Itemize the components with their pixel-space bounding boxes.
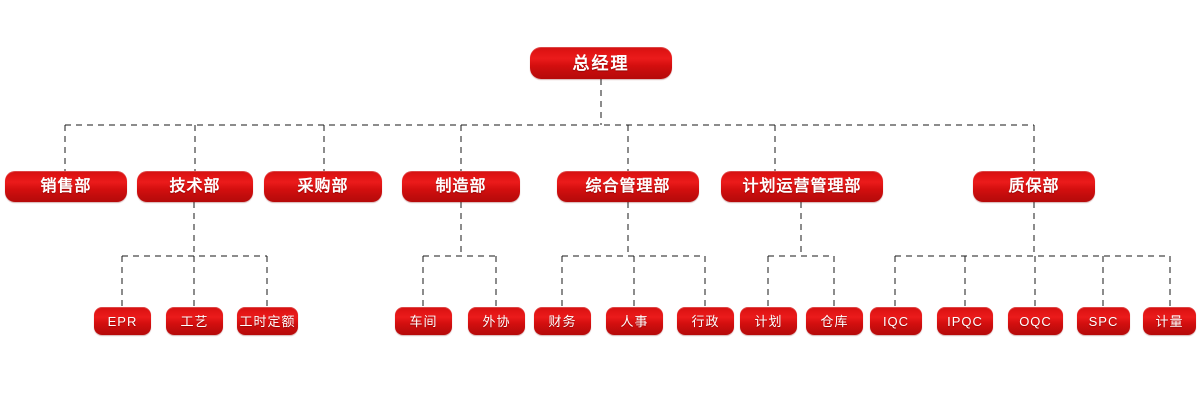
org-node-label: 财务 — [548, 313, 577, 329]
org-node-label: 计划运营管理部 — [742, 177, 862, 195]
org-node-label: EPR — [107, 313, 138, 329]
org-node-sales[interactable]: 销售部 — [5, 171, 127, 202]
org-node-hr[interactable]: 人事 — [606, 307, 663, 335]
org-node-plnop[interactable]: 计划运营管理部 — [721, 171, 883, 202]
org-node-ipqc[interactable]: IPQC — [937, 307, 993, 335]
org-node-label: 计划 — [754, 313, 783, 329]
org-node-gm[interactable]: 总经理 — [530, 47, 672, 79]
org-node-label: 行政 — [691, 313, 720, 329]
org-node-fin[interactable]: 财务 — [534, 307, 591, 335]
org-node-shop[interactable]: 车间 — [395, 307, 452, 335]
org-node-label: 工艺 — [180, 313, 209, 329]
org-node-label: IPQC — [947, 313, 983, 329]
org-node-wh[interactable]: 仓库 — [806, 307, 863, 335]
org-node-label: SPC — [1088, 313, 1119, 329]
org-node-label: 计量 — [1155, 313, 1184, 329]
org-node-label: 技术部 — [169, 177, 221, 195]
org-node-quota[interactable]: 工时定额 — [237, 307, 298, 335]
org-node-genmg[interactable]: 综合管理部 — [557, 171, 699, 202]
org-node-label: 总经理 — [572, 53, 630, 73]
org-node-admin[interactable]: 行政 — [677, 307, 734, 335]
org-node-label: 销售部 — [40, 177, 92, 195]
org-node-outsc[interactable]: 外协 — [468, 307, 525, 335]
org-node-label: 车间 — [409, 313, 438, 329]
org-node-label: IQC — [882, 313, 910, 329]
org-node-spc[interactable]: SPC — [1077, 307, 1130, 335]
org-node-qa[interactable]: 质保部 — [973, 171, 1095, 202]
org-node-label: 制造部 — [435, 177, 487, 195]
org-node-label: 质保部 — [1008, 177, 1060, 195]
org-node-label: 工时定额 — [239, 313, 296, 329]
org-node-oqc[interactable]: OQC — [1008, 307, 1063, 335]
org-node-craft[interactable]: 工艺 — [166, 307, 223, 335]
org-node-label: 人事 — [620, 313, 649, 329]
org-node-iqc[interactable]: IQC — [870, 307, 922, 335]
org-node-meas[interactable]: 计量 — [1143, 307, 1196, 335]
org-node-plan[interactable]: 计划 — [740, 307, 797, 335]
org-node-tech[interactable]: 技术部 — [137, 171, 253, 202]
org-node-purch[interactable]: 采购部 — [264, 171, 382, 202]
org-node-label: 仓库 — [820, 313, 849, 329]
org-node-manu[interactable]: 制造部 — [402, 171, 520, 202]
org-node-label: OQC — [1019, 313, 1052, 329]
org-node-label: 外协 — [482, 313, 511, 329]
org-node-label: 采购部 — [297, 177, 349, 195]
org-node-label: 综合管理部 — [585, 177, 671, 195]
org-node-epr[interactable]: EPR — [94, 307, 151, 335]
